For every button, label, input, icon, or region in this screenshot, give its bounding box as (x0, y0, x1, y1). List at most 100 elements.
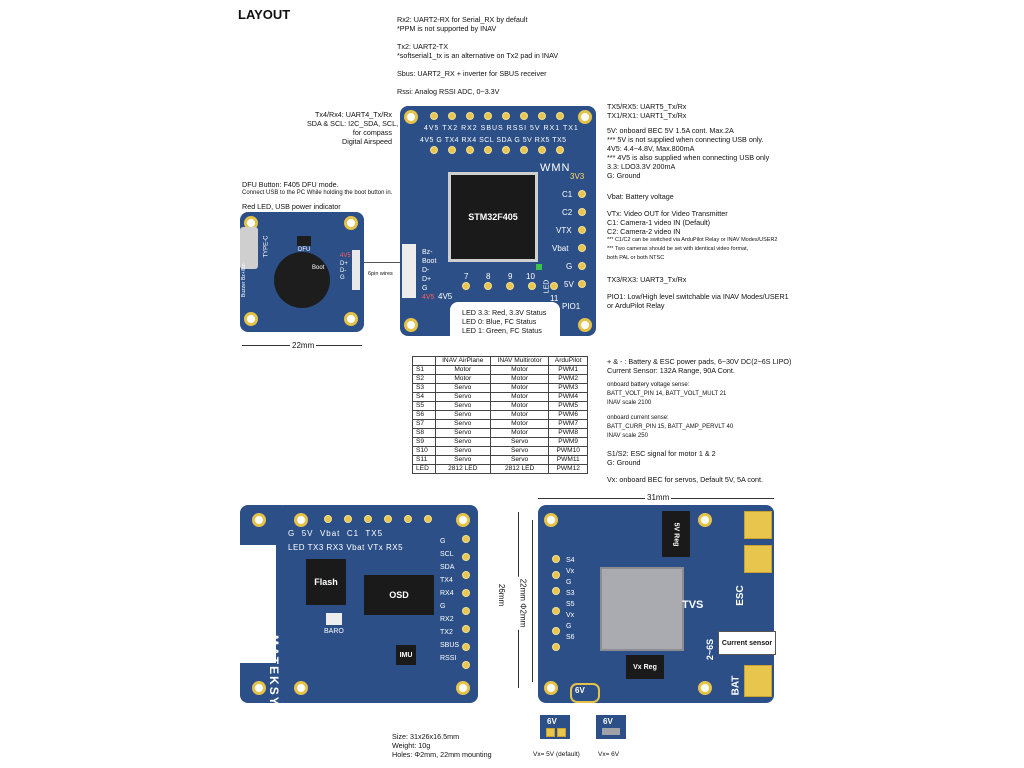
jumper-6v: 6V (596, 715, 626, 739)
wires-label: 6pin wires (368, 271, 393, 277)
table-cell: Motor (434, 365, 491, 375)
table-cell: S4 (412, 392, 436, 402)
tvs-component (600, 567, 684, 651)
top-notes: Rx2: UART2-RX for Serial_RX by default*P… (397, 15, 559, 96)
type-c-label: TYPE-C (263, 235, 270, 258)
dim-22mm-label: 22mm (290, 341, 317, 351)
mateksys-brand: MATEKSYS (267, 635, 281, 717)
table-cell: Servo (489, 455, 550, 465)
led-green (536, 264, 542, 270)
table-cell: Motor (434, 374, 491, 384)
wire-line (364, 262, 400, 263)
dfu-button[interactable] (297, 236, 311, 246)
esc-pad-plus[interactable] (744, 511, 772, 539)
jst-connector-small (352, 250, 360, 290)
table-cell: PWM11 (548, 455, 588, 465)
table-cell: S6 (412, 410, 436, 420)
table-cell: S5 (412, 401, 436, 411)
dim-22mm-phi-label: 22mm Φ2mm (517, 576, 528, 630)
table-cell: 2812 LED (434, 464, 491, 474)
table-cell: PWM6 (548, 410, 588, 420)
esc-pad-minus[interactable] (744, 545, 772, 573)
table-cell: 2812 LED (489, 464, 550, 474)
jumper-5v-caption: Vx= 5V (default) (533, 751, 580, 758)
table-cell: Servo (434, 392, 491, 402)
flash-chip: Flash (306, 559, 346, 605)
table-cell: S7 (412, 419, 436, 429)
table-cell: Motor (489, 374, 550, 384)
osd-chip: OSD (364, 575, 434, 615)
wmn-logo: WMN (540, 162, 571, 174)
dfu-notes: DFU Button: F405 DFU mode. Connect USB t… (242, 180, 393, 211)
table-cell: PWM8 (548, 428, 588, 438)
jumper-6v-caption: Vx= 6V (598, 751, 620, 758)
table-cell: Motor (489, 383, 550, 393)
stm32f405-chip: STM32F405 (448, 172, 538, 262)
table-cell: Servo (489, 437, 550, 447)
bottom-board-top-labels: G 5V Vbat C1 TX5 (288, 529, 384, 538)
table-cell: LED (412, 464, 436, 474)
imu-chip: IMU (396, 645, 416, 665)
table-cell: Motor (489, 365, 550, 375)
table-cell: Motor (489, 410, 550, 420)
table-cell: Servo (434, 419, 491, 429)
jst-sh-6p-connector (402, 244, 416, 298)
table-cell: Servo (434, 437, 491, 447)
table-cell: Servo (434, 428, 491, 438)
usb-c-connector (240, 227, 258, 269)
table-cell: Servo (434, 410, 491, 420)
table-cell: PWM2 (548, 374, 588, 384)
vx-reg-chip: Vx Reg (626, 655, 664, 679)
table-cell: Motor (489, 401, 550, 411)
power-notes: + & - : Battery & ESC power pads, 6~30V … (607, 357, 792, 484)
pdb-board: TVS 5V Reg Vx Reg Current sensor ESC BAT… (538, 505, 776, 703)
top-pad-labels-2: 4V5 G TX4 RX4 SCL SDA G 5V RX5 TX5 (420, 137, 567, 144)
bat-pad[interactable] (744, 665, 772, 697)
table-cell: Motor (489, 428, 550, 438)
usb-buzzer-board: TYPE-C DFU Boot 4V5 D+ D- G Buzzer Bz+/B… (240, 212, 364, 332)
table-cell: PWM7 (548, 419, 588, 429)
table-cell: Servo (434, 401, 491, 411)
table-cell: Servo (434, 455, 491, 465)
table-cell: S9 (412, 437, 436, 447)
table-cell: Motor (489, 392, 550, 402)
jumper-5v-default: 6V (540, 715, 570, 739)
table-cell: PWM4 (548, 392, 588, 402)
dim-22mm-phi-line (532, 520, 533, 682)
6v-jumper-pill[interactable] (570, 683, 600, 703)
buzzer (274, 252, 330, 308)
table-cell: S3 (412, 383, 436, 393)
table-cell: S8 (412, 428, 436, 438)
table-cell: S11 (412, 455, 436, 465)
dim-31mm-label: 31mm (645, 493, 672, 503)
top-pad-labels: 4V5 TX2 RX2 SBUS RSSI 5V RX1 TX1 (424, 125, 579, 132)
table-cell: Motor (489, 419, 550, 429)
table-cell: Servo (489, 446, 550, 456)
table-cell: Servo (434, 383, 491, 393)
table-cell: PWM5 (548, 401, 588, 411)
table-cell: S1 (412, 365, 436, 375)
table-cell: PWM10 (548, 446, 588, 456)
table-cell: Servo (434, 446, 491, 456)
table-cell: S10 (412, 446, 436, 456)
page-title: LAYOUT (238, 7, 291, 22)
table-cell: PWM12 (548, 464, 588, 474)
table-cell: PWM1 (548, 365, 588, 375)
